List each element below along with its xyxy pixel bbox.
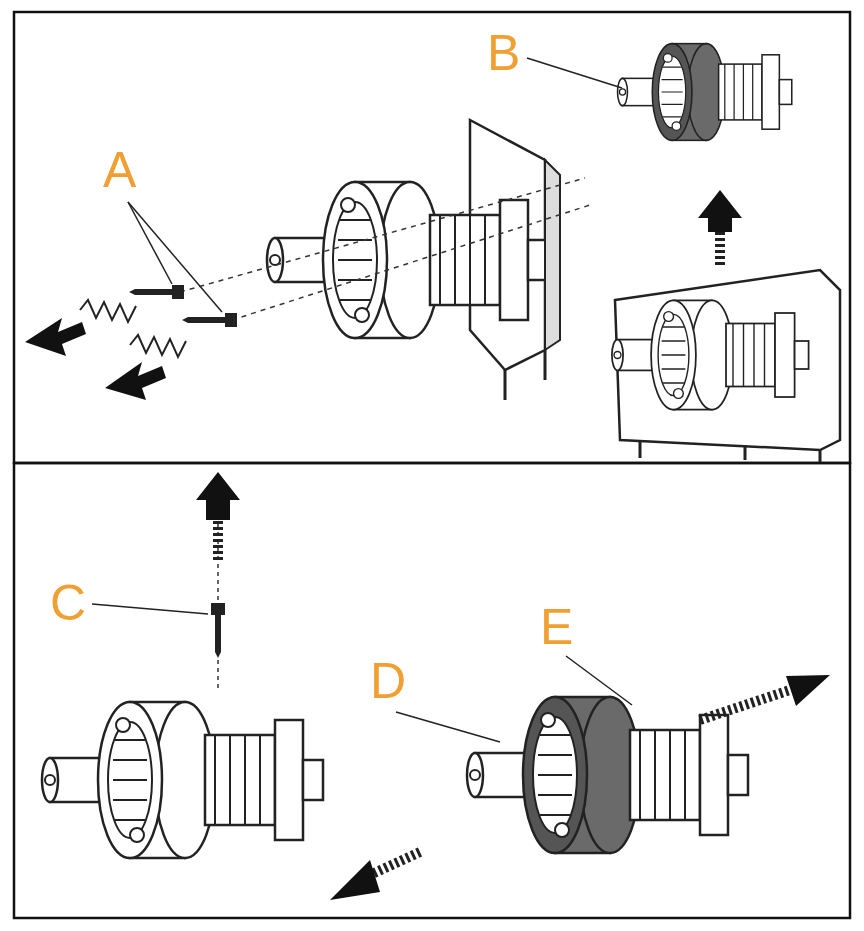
leader-lines (92, 58, 632, 742)
callout-letter: A (103, 145, 136, 195)
callout-letter: C (50, 578, 86, 628)
callout-letter: D (370, 656, 406, 706)
callout-letter: E (540, 602, 573, 652)
callout-letter: B (487, 28, 520, 78)
top-panel (14, 12, 850, 463)
bottom-panel (14, 463, 850, 918)
